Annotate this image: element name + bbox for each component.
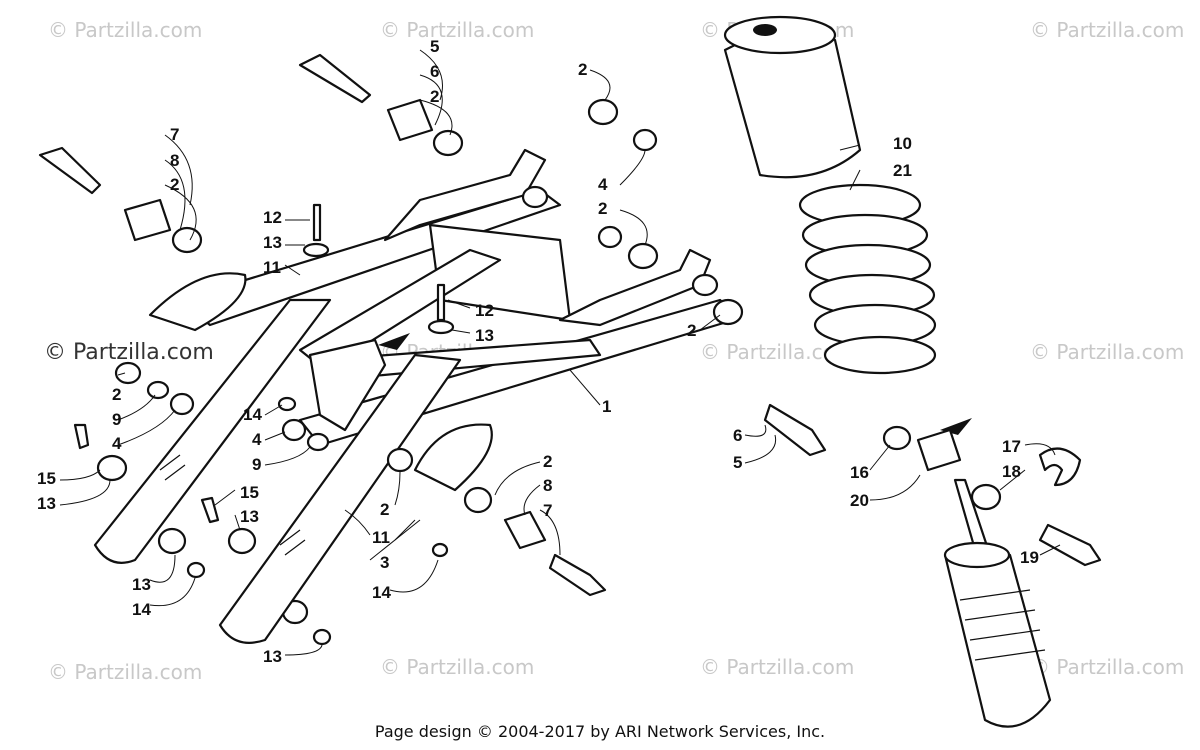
arrow-indicator [378, 333, 410, 350]
watermark: © Partzilla.com [48, 660, 203, 684]
callout-13: 13 [263, 233, 282, 252]
callout-13: 13 [475, 326, 494, 345]
callout-5: 5 [733, 453, 742, 472]
callout-5: 5 [430, 37, 439, 56]
callout-2: 2 [430, 87, 439, 106]
callout-2: 2 [170, 175, 179, 194]
watermark: © Partzilla.com [1030, 18, 1185, 42]
linkage-arms [93, 298, 462, 644]
callout-2: 2 [578, 60, 587, 79]
watermark: © Partzilla.com [700, 655, 855, 679]
callout-9: 9 [112, 410, 121, 429]
callout-19: 19 [1020, 548, 1039, 567]
shackles [148, 272, 547, 550]
callout-18: 18 [1002, 462, 1021, 481]
callout-6: 6 [430, 62, 439, 81]
watermark: © Partzilla.com [380, 18, 535, 42]
watermark: © Partzilla.com [44, 340, 214, 365]
callout-2: 2 [112, 385, 121, 404]
callout-7: 7 [543, 501, 552, 520]
callout-4: 4 [112, 434, 122, 453]
callout-13: 13 [132, 575, 151, 594]
callout-13: 13 [263, 647, 282, 666]
callout-16: 16 [850, 463, 869, 482]
callout-20: 20 [850, 491, 869, 510]
washers-and-nuts [96, 242, 912, 646]
callout-8: 8 [170, 151, 179, 170]
callout-13: 13 [240, 507, 259, 526]
watermark: © Partzilla.com [1030, 340, 1185, 364]
callout-4: 4 [252, 430, 262, 449]
callout-6: 6 [733, 426, 742, 445]
callout-15: 15 [37, 469, 56, 488]
leader-lines [59, 49, 1061, 656]
watermark: © Partzilla.com [1030, 655, 1185, 679]
callout-12: 12 [263, 208, 282, 227]
callout-4: 4 [598, 175, 608, 194]
callout-14: 14 [243, 405, 262, 424]
coil-spring [798, 183, 937, 375]
callout-12: 12 [475, 301, 494, 320]
watermark: © Partzilla.com [48, 18, 203, 42]
spring-boot [723, 15, 862, 179]
callout-11: 11 [263, 258, 281, 277]
callout-1: 1 [602, 397, 611, 416]
callout-2: 2 [598, 199, 607, 218]
rear-arm-frame [178, 148, 742, 447]
callout-21: 21 [893, 161, 912, 180]
callout-labels: 5 6 2 7 8 2 2 4 2 12 13 11 12 13 2 1 6 5… [37, 37, 1039, 666]
callout-15: 15 [240, 483, 259, 502]
callout-2: 2 [543, 452, 552, 471]
callout-2: 2 [687, 321, 696, 340]
bolts [38, 53, 1102, 597]
callout-2: 2 [380, 500, 389, 519]
callout-11: 11 [372, 528, 390, 547]
callout-14: 14 [372, 583, 391, 602]
callout-13: 13 [37, 494, 56, 513]
callout-9: 9 [252, 455, 261, 474]
callout-7: 7 [170, 125, 179, 144]
callout-8: 8 [543, 476, 552, 495]
callout-17: 17 [1002, 437, 1021, 456]
footer-credit: Page design © 2004-2017 by ARI Network S… [374, 722, 826, 741]
callout-10: 10 [893, 134, 912, 153]
watermark: © Partzilla.com [380, 655, 535, 679]
callout-14: 14 [132, 600, 151, 619]
upper-bushings [123, 98, 744, 326]
callout-3: 3 [380, 553, 389, 572]
shock-absorber [916, 428, 1082, 728]
